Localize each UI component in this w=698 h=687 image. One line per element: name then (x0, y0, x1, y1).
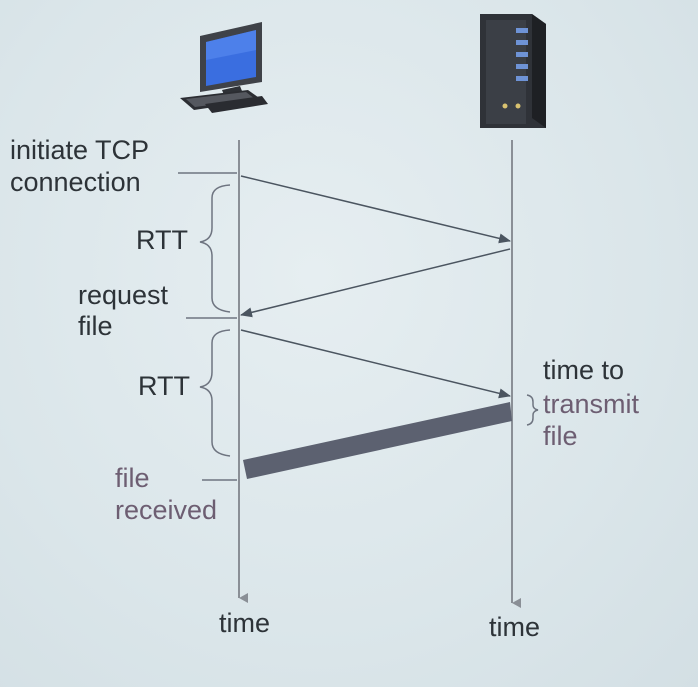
transmit-label-line1: time to (543, 355, 625, 385)
received-label-line2: received (115, 495, 218, 525)
initiate-label-line2: connection (10, 167, 141, 197)
request-arrow (240, 329, 511, 399)
server-tower-icon (480, 14, 546, 128)
initiate-label-line1: initiate TCP (10, 135, 150, 165)
syn-arrow (240, 175, 511, 244)
rtt-brace-first (199, 184, 231, 313)
server-time-label: time (489, 612, 541, 642)
rtt-label-second: RTT (138, 371, 190, 401)
request-label-line2: file (78, 311, 113, 341)
desktop-computer-icon (180, 22, 268, 113)
request-label-line1: request (78, 280, 169, 310)
transmit-label-line2: transmit (543, 389, 640, 419)
synack-arrow (240, 248, 511, 318)
transmit-label-line3: file (543, 421, 578, 451)
file-transmission-bar (243, 402, 512, 479)
client-time-label: time (219, 608, 271, 638)
transmit-brace (526, 394, 539, 426)
rtt-brace-second (199, 329, 231, 457)
rtt-label-first: RTT (136, 225, 188, 255)
received-label-line1: file (115, 463, 150, 493)
